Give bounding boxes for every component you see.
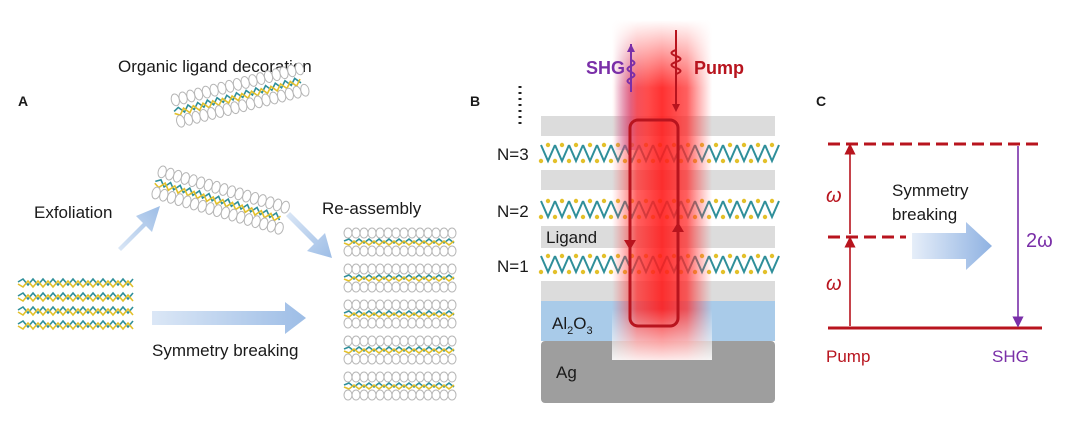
ligand-decorated-flake-bottom [151,165,290,235]
panel-a-letter: A [18,93,28,109]
pump-wavelet [670,30,682,112]
symmetry-label-line2: breaking [892,205,957,224]
panel-a-title: Organic ligand decoration [118,57,312,76]
loop-arrow-down [624,240,636,250]
exfoliation-arrow [118,206,160,251]
panel-c-letter: C [816,93,826,109]
shg-label-c: SHG [992,347,1029,366]
symmetry-breaking-label: Symmetry breaking [152,341,298,360]
bulk-crystal-stack [17,277,134,331]
ligand-decorated-flake-top [170,62,310,128]
ag-label: Ag [556,363,577,382]
symmetry-label-line1: Symmetry [892,181,969,200]
al2o3-label: Al2O3 [552,314,593,337]
shg-label-b: SHG [586,58,625,78]
reassembly-arrow [286,212,332,258]
layer-n2-label: N=2 [497,202,529,221]
reassembly-label: Re-assembly [322,199,422,218]
ligand-label: Ligand [546,228,597,247]
panel-a: A Organic ligand decoration Exfoliation … [17,57,457,401]
panel-b: B SHG Pump N=3 [470,20,780,403]
shg-wavelet [626,44,636,92]
symmetry-breaking-arrow [152,302,306,334]
loop-arrow-up [672,222,684,232]
ag-substrate [541,341,775,403]
panel-b-letter: B [470,93,480,109]
pump-label-b: Pump [694,58,744,78]
pump-label-c: Pump [826,347,870,366]
omega-label-top: ω [826,185,842,207]
exfoliation-label: Exfoliation [34,203,112,222]
layer-n3-label: N=3 [497,145,529,164]
reassembled-stack [343,227,457,401]
two-omega-label: 2ω [1026,230,1053,252]
layer-n1-label: N=1 [497,257,529,276]
panel-c: C ω ω 2ω Symmetry breaking Pump SHG [816,93,1053,366]
symmetry-breaking-arrow-c [912,222,992,270]
omega-label-bottom: ω [826,273,842,295]
